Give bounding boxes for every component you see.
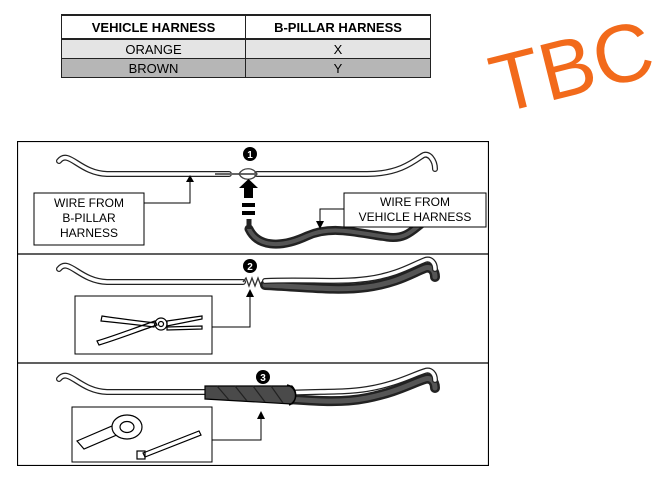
step-2-number: 2 [247,262,253,273]
wire-splice-diagram: 1 WIRE FROM B-PILLAR HARNESS WIRE FROM V… [17,141,489,466]
step-2-badge [243,259,257,273]
panel-step-1: 1 WIRE FROM B-PILLAR HARNESS WIRE FROM V… [33,147,487,249]
table-header-row: VEHICLE HARNESS B-PILLAR HARNESS [61,14,431,40]
callout-left-line-1: WIRE FROM [54,196,124,210]
pliers-icon [96,315,203,346]
diagram-frame [17,141,489,466]
panel-step-3: 3 [56,367,440,463]
b-pillar-harness-color: X [245,38,431,59]
header-vehicle-harness: VEHICLE HARNESS [61,14,246,40]
tape-roll-icon [76,414,143,450]
callout-b-pillar-wire [33,192,145,246]
tbc-stamp: TBC [481,3,662,110]
callout-right-line-1: WIRE FROM [380,195,450,209]
tbc-stamp-text: TBC [481,3,662,110]
vehicle-harness-color: BROWN [61,58,246,78]
vehicle-harness-color: ORANGE [61,38,246,59]
header-b-pillar-harness: B-PILLAR HARNESS [245,14,431,40]
callout-left-line-3: HARNESS [60,226,118,240]
callout-vehicle-wire [343,192,487,228]
step-1-badge [243,147,257,161]
step-3-badge [256,370,270,384]
panel-step-2: 2 [56,256,440,355]
step-3-number: 3 [260,373,266,384]
table-row: ORANGE X [61,38,431,59]
cable-tie-icon [136,430,202,460]
callout-left-line-2: B-PILLAR [62,211,116,225]
table-row: BROWN Y [61,58,431,78]
harness-color-table: VEHICLE HARNESS B-PILLAR HARNESS ORANGE … [61,14,431,78]
callout-right-line-2: VEHICLE HARNESS [359,210,472,224]
step-1-number: 1 [247,150,253,161]
b-pillar-harness-color: Y [245,58,431,78]
